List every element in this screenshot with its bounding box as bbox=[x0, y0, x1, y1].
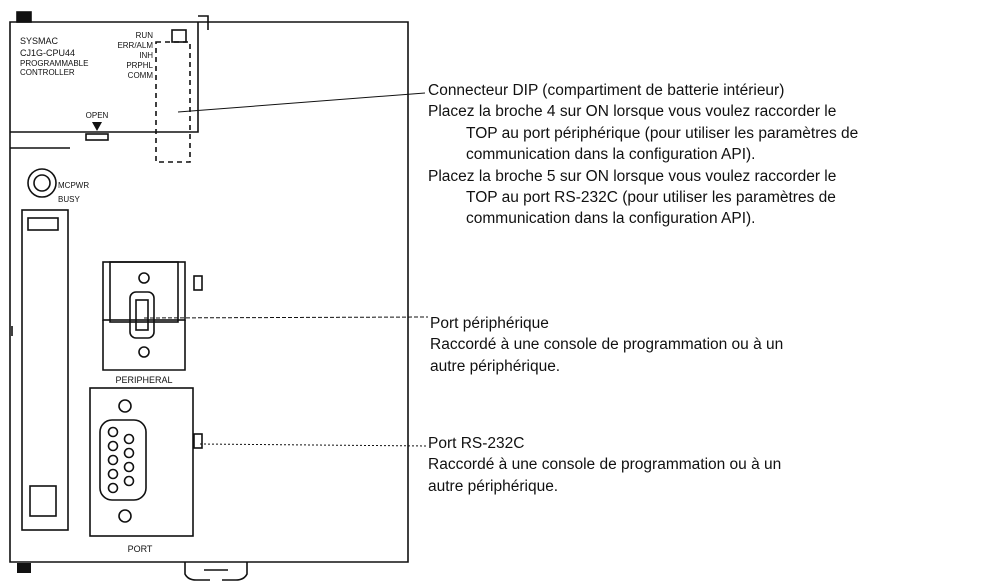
dip-callout-line: TOP au port RS-232C (pour utiliser les p… bbox=[466, 189, 836, 207]
peripheral-connector-inner bbox=[135, 299, 149, 331]
dip-leader-line bbox=[177, 92, 426, 113]
dip-callout-title: Connecteur DIP (compartiment de batterie… bbox=[428, 82, 785, 99]
dip-switch-compartment bbox=[155, 41, 191, 163]
card-eject-bottom bbox=[29, 485, 57, 517]
unit-outline bbox=[9, 21, 409, 563]
led-window bbox=[171, 29, 187, 43]
rs232c-port-panel bbox=[89, 387, 194, 537]
peripheral-label: PERIPHERAL bbox=[115, 375, 172, 385]
model-label: CJ1G-CPU44 bbox=[20, 48, 75, 58]
top-mount-tab bbox=[16, 11, 32, 23]
peripheral-callout-line: autre périphérique. bbox=[430, 357, 561, 375]
open-label: OPEN bbox=[86, 111, 109, 120]
busy-label: BUSY bbox=[58, 195, 80, 204]
peripheral-lower-frame bbox=[102, 320, 186, 371]
peripheral-leader-line bbox=[143, 316, 429, 319]
mcpwr-label: MCPWR bbox=[58, 181, 89, 190]
dip-callout-line: TOP au port périphérique (pour utiliser … bbox=[466, 124, 859, 142]
open-arrow-icon bbox=[92, 122, 102, 131]
peripheral-screw-top bbox=[138, 272, 150, 284]
led-prphl-label: PRPHL bbox=[126, 61, 153, 70]
peripheral-port-callout: Port périphérique Raccordé à une console… bbox=[430, 313, 783, 377]
rs232c-screw-top bbox=[118, 399, 132, 413]
type-label-1: PROGRAMMABLE bbox=[20, 59, 88, 68]
rs232c-callout-title: Port RS-232C bbox=[428, 435, 525, 452]
dip-switch-callout: Connecteur DIP (compartiment de batterie… bbox=[428, 80, 858, 230]
card-eject-top bbox=[27, 217, 59, 231]
open-latch bbox=[85, 133, 109, 141]
rs232c-indicator bbox=[193, 433, 203, 449]
type-label-2: CONTROLLER bbox=[20, 68, 75, 77]
led-inh-label: INH bbox=[139, 51, 153, 60]
top-notch bbox=[198, 15, 209, 30]
dip-callout-line: Placez la broche 5 sur ON lorsque vous v… bbox=[428, 167, 837, 185]
peripheral-indicator bbox=[193, 275, 203, 291]
rs232c-dsub-shell bbox=[99, 419, 147, 501]
dip-callout-line: communication dans la configuration API)… bbox=[466, 146, 756, 164]
rs232c-leader-line bbox=[199, 443, 429, 447]
peripheral-callout-title: Port périphérique bbox=[430, 315, 549, 332]
rs232c-screw-bottom bbox=[118, 509, 132, 523]
rs232c-pins bbox=[107, 426, 135, 494]
dip-callout-line: communication dans la configuration API)… bbox=[466, 210, 756, 228]
peripheral-port-frame bbox=[102, 261, 186, 321]
led-erralm-label: ERR/ALM bbox=[117, 41, 153, 50]
bottom-mount-tab bbox=[17, 563, 31, 573]
bottom-hook bbox=[184, 562, 248, 581]
rs232c-callout-line: Raccordé à une console de programmation … bbox=[428, 456, 782, 474]
dip-callout-line: Placez la broche 4 sur ON lorsque vous v… bbox=[428, 103, 837, 121]
rs232c-callout-line: autre périphérique. bbox=[428, 477, 559, 495]
mcpwr-button-inner bbox=[33, 174, 51, 192]
rs232c-port-callout: Port RS-232C Raccordé à une console de p… bbox=[428, 433, 781, 497]
peripheral-screw-bottom bbox=[138, 346, 150, 358]
led-comm-label: COMM bbox=[128, 71, 154, 80]
peripheral-callout-line: Raccordé à une console de programmation … bbox=[430, 336, 784, 354]
brand-label: SYSMAC bbox=[20, 36, 59, 46]
peripheral-port-plate bbox=[109, 261, 179, 323]
port-label: PORT bbox=[128, 544, 153, 554]
upper-panel-edge bbox=[10, 22, 199, 133]
memory-card-slot bbox=[21, 209, 69, 531]
led-run-label: RUN bbox=[136, 31, 154, 40]
mcpwr-button-icon bbox=[27, 168, 57, 198]
peripheral-connector bbox=[129, 291, 155, 339]
